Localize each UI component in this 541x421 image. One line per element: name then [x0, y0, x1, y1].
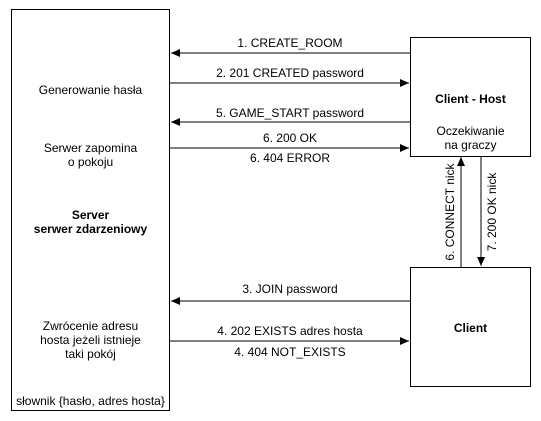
label-create-room: 1. CREATE_ROOM [237, 36, 343, 50]
label-connect-nick: 6. CONNECT nick [443, 163, 457, 261]
server-box [11, 9, 170, 411]
label-200-ok-nick: 7. 200 OK nick [485, 172, 499, 252]
label-404-error: 6. 404 ERROR [249, 151, 331, 165]
server-dictionary: słownik {hasło, adres hosta} [16, 394, 165, 408]
label-201-created: 2. 201 CREATED password [216, 66, 364, 80]
label-200-ok: 6. 200 OK [262, 131, 318, 145]
server-note-password: Generowanie hasła [38, 83, 143, 97]
client-title: Client [453, 321, 488, 335]
client-host-title: Client - Host [435, 92, 506, 106]
server-note-return-line3: taki pokój [65, 347, 116, 361]
client-host-status-line2: na graczy [444, 138, 497, 152]
label-join: 3. JOIN password [242, 282, 338, 296]
label-202-exists: 4. 202 EXISTS adres hosta [217, 324, 363, 338]
client-host-status-line1: Oczekiwanie [436, 124, 505, 138]
label-game-start: 5. GAME_START password [215, 106, 365, 120]
server-subtitle: serwer zdarzeniowy [33, 222, 148, 236]
server-note-remember-line2: o pokoju [67, 155, 114, 169]
client-host-box [410, 37, 531, 157]
server-note-remember-line1: Serwer zapomina [43, 141, 138, 155]
label-404-not-exists: 4. 404 NOT_EXISTS [234, 345, 346, 359]
server-title: Server [71, 208, 110, 222]
server-note-return-line1: Zwrócenie adresu [42, 319, 139, 333]
server-note-return-line2: hosta jeżeli istnieje [40, 333, 141, 347]
client-box [410, 267, 531, 387]
